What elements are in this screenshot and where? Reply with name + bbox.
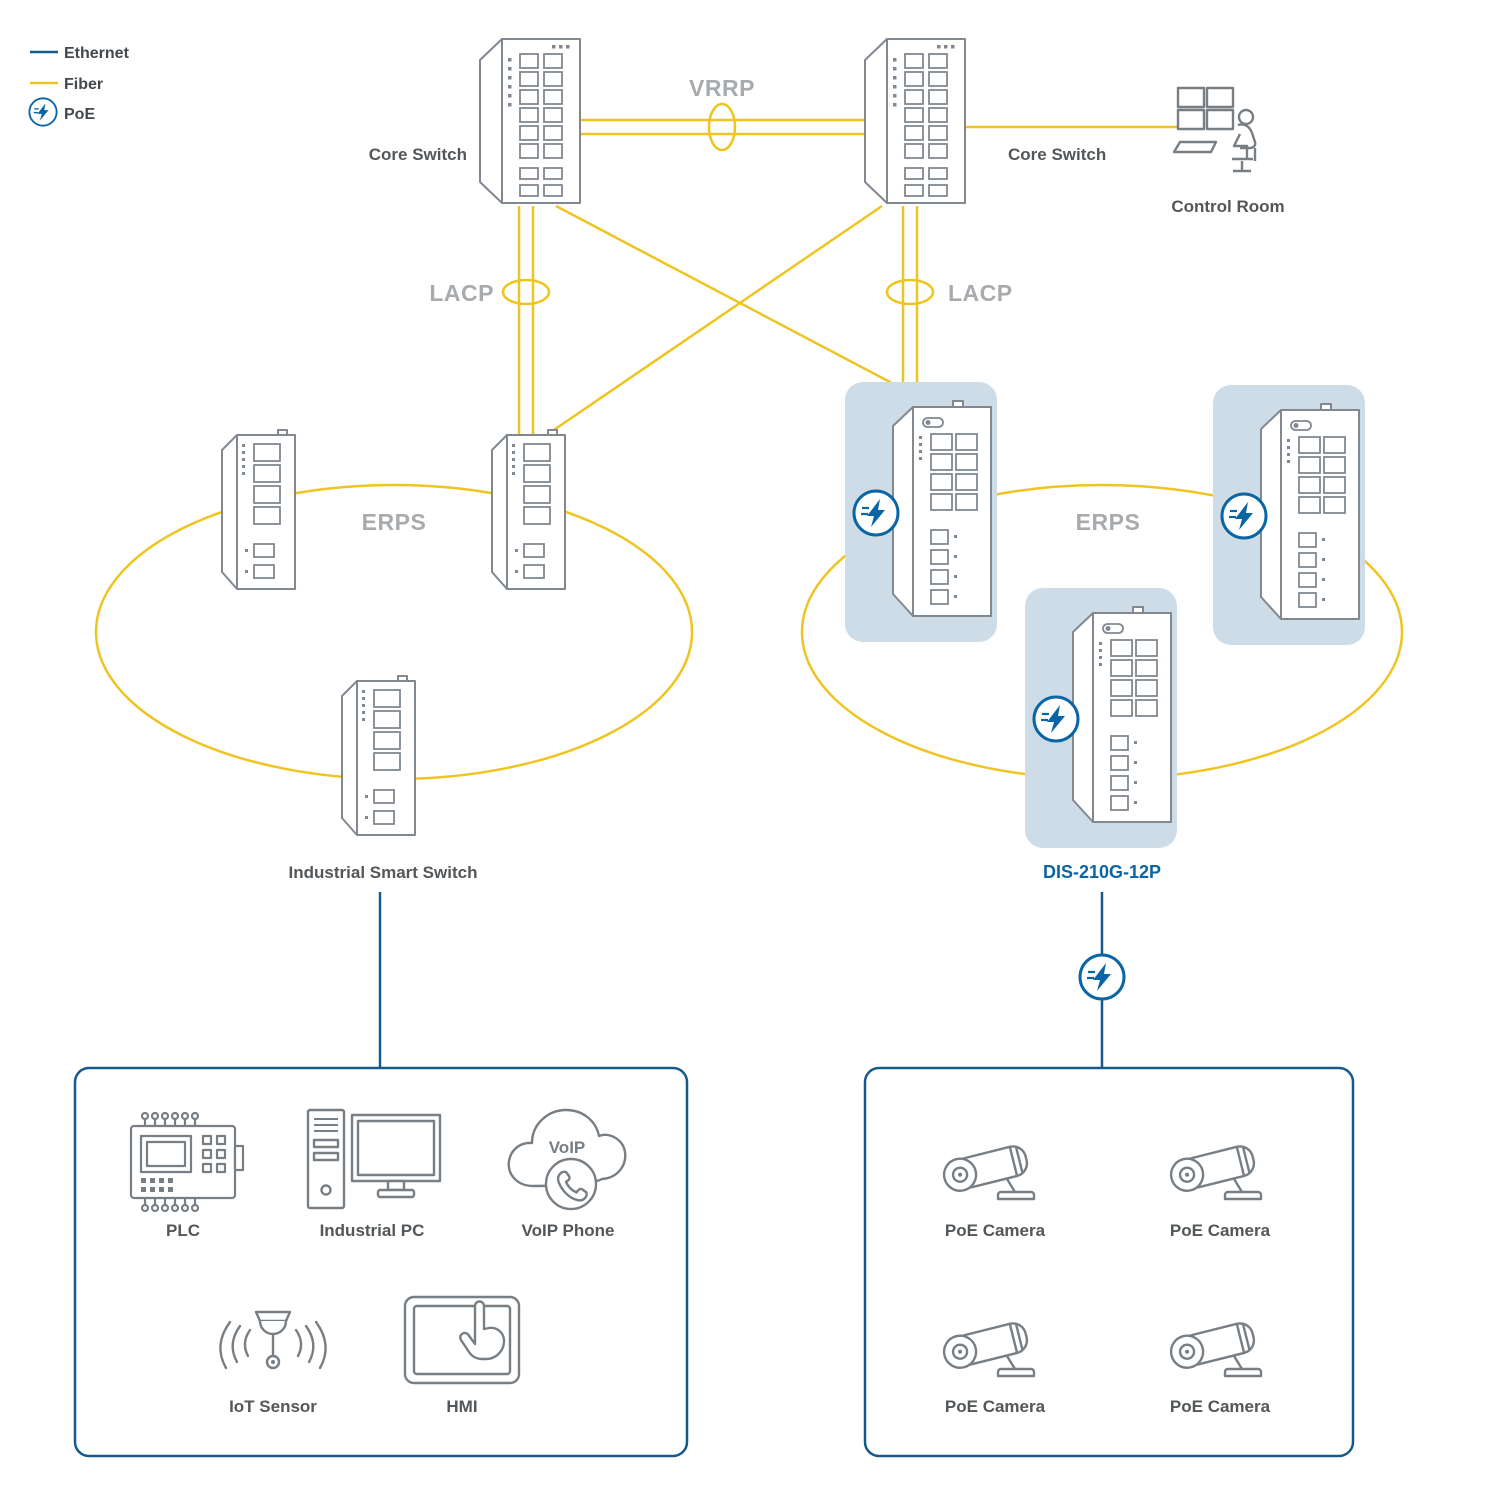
legend-ethernet-label: Ethernet (64, 45, 130, 62)
poe-icon (1032, 695, 1080, 743)
core-switch-right-label: Core Switch (1008, 145, 1106, 164)
fiber-link-lacp-left (501, 206, 551, 435)
core-switch-left-label: Core Switch (369, 145, 467, 164)
vrrp-label: VRRP (689, 75, 755, 101)
lacp-left-label: LACP (429, 280, 494, 306)
poe-icon-on-link (1078, 953, 1126, 1001)
vrrp-aggregation-ring (707, 102, 737, 152)
lacp-right-aggregation-ring (885, 278, 935, 306)
fiber-link-lacp-right (885, 206, 935, 392)
hmi-label: HMI (446, 1397, 477, 1416)
iot-sensor-label: IoT Sensor (229, 1397, 317, 1416)
poe-icon (852, 489, 900, 537)
hmi-icon (403, 1295, 521, 1385)
voip-phone-icon: VoIP (507, 1108, 627, 1211)
poe-camera-label-3: PoE Camera (945, 1397, 1046, 1416)
industrial-smart-switch-icon (341, 675, 416, 836)
poe-camera-label-4: PoE Camera (1170, 1397, 1271, 1416)
legend-poe-label: PoE (64, 106, 95, 123)
voip-phone-label: VoIP Phone (522, 1221, 615, 1240)
plc-icon (129, 1111, 245, 1213)
legend-fiber-label: Fiber (64, 76, 103, 93)
legend: Ethernet Fiber PoE (28, 45, 130, 127)
poe-camera-label-2: PoE Camera (1170, 1221, 1271, 1240)
control-room-label: Control Room (1171, 197, 1284, 216)
lacp-left-aggregation-ring (501, 278, 551, 306)
lacp-right-label: LACP (948, 280, 1013, 306)
poe-switch-model-label: DIS-210G-12P (1043, 862, 1161, 882)
fiber-link-vrrp (580, 102, 865, 152)
plc-label: PLC (166, 1221, 200, 1240)
poe-switch-icon-2 (1260, 403, 1360, 620)
industrial-smart-switch-label: Industrial Smart Switch (289, 863, 478, 882)
core-switch-left-icon (479, 38, 581, 204)
poe-switch-icon-3 (1072, 606, 1172, 823)
fiber-cross-link-right-to-left (544, 204, 883, 438)
control-room-icon (1172, 86, 1257, 173)
poe-switch-icon-1 (892, 400, 992, 617)
core-switch-right-icon (864, 38, 966, 204)
fiber-cross-link-left-to-right (555, 204, 906, 392)
voip-cloud-label: VoIP (549, 1138, 586, 1157)
poe-icon (1220, 492, 1268, 540)
erps-right-label: ERPS (1076, 509, 1141, 535)
industrial-switch-icon-1 (221, 429, 296, 590)
poe-cameras-box (863, 1066, 1355, 1458)
industrial-pc-label: Industrial PC (320, 1221, 425, 1240)
poe-camera-label-1: PoE Camera (945, 1221, 1046, 1240)
erps-left-label: ERPS (362, 509, 427, 535)
industrial-switch-icon-2 (491, 429, 566, 590)
legend-poe-icon (28, 97, 58, 127)
